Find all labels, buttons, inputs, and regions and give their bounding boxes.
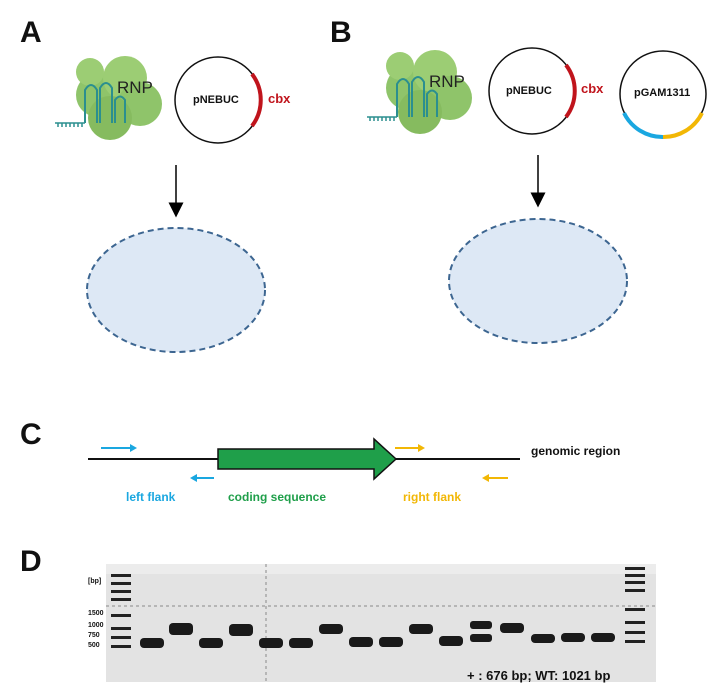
gel-image	[106, 564, 656, 682]
panel-label-c: C	[20, 418, 42, 451]
rnp-complex-icon	[55, 56, 162, 140]
left-flank-label: left flank	[126, 490, 176, 504]
gel-caption: + : 676 bp; WT: 1021 bp	[467, 668, 611, 683]
primer-forward-right	[395, 444, 425, 452]
plasmid-label-pnebuc-b: pNEBUC	[506, 85, 552, 97]
ladder-label-1500: 1500	[88, 610, 104, 617]
plasmid-label-pnebuc-a: pNEBUC	[193, 94, 239, 106]
cbx-label-b: cbx	[581, 81, 604, 96]
ladder-left	[111, 574, 131, 648]
primer-reverse-left	[190, 474, 214, 482]
primer-reverse-right	[482, 474, 508, 482]
gel-bands	[140, 621, 615, 648]
ladder-label-750: 750	[88, 632, 100, 639]
plasmid-pgam1311	[619, 50, 707, 140]
cell-b	[448, 218, 628, 344]
plasmid-pnebuc-a	[174, 56, 263, 144]
rnp-complex-icon-b	[367, 50, 472, 134]
panel-label-a: A	[20, 16, 42, 49]
cell-a	[86, 227, 266, 353]
panel-label-b: B	[330, 16, 352, 49]
right-flank-label: right flank	[403, 490, 462, 504]
primer-forward-left	[101, 444, 137, 452]
ladder-right	[625, 567, 645, 643]
panel-label-d: D	[20, 545, 42, 578]
coding-sequence-arrow	[217, 437, 398, 481]
coding-sequence-label: coding sequence	[228, 490, 327, 504]
ladder-label-1000: 1000	[88, 622, 104, 629]
plasmid-label-pgam1311: pGAM1311	[634, 87, 691, 99]
genomic-region-label: genomic region	[531, 444, 621, 458]
cbx-label-a: cbx	[268, 91, 291, 106]
rnp-label-a: RNP	[117, 78, 153, 97]
bp-unit-label: [bp]	[88, 578, 102, 585]
plasmid-pnebuc-b	[488, 47, 577, 135]
ladder-label-500: 500	[88, 642, 100, 649]
rnp-label-b: RNP	[429, 72, 465, 91]
